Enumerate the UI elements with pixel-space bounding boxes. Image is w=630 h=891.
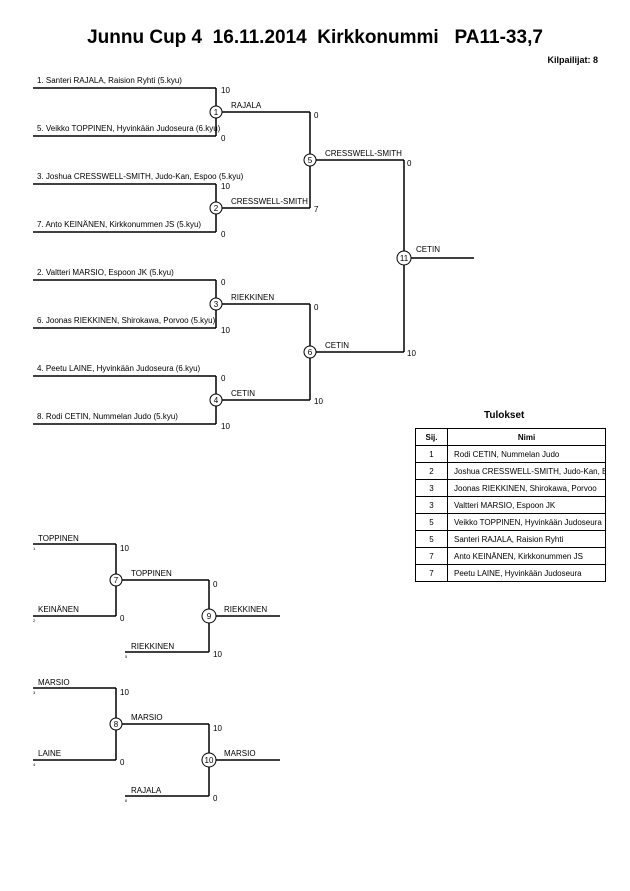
name-cell: Anto KEINÄNEN, Kirkkonummen JS [447, 547, 606, 565]
match-winner: CRESSWELL-SMITH [231, 197, 308, 206]
score: 10 [221, 422, 230, 431]
seed-number: 1 [33, 546, 36, 551]
match-winner: CETIN [231, 389, 255, 398]
score: 0 [120, 614, 125, 623]
score: 10 [221, 326, 230, 335]
score: 0 [221, 374, 226, 383]
score: 0 [221, 230, 226, 239]
rank-cell: 1 [415, 445, 448, 463]
rank-cell: 5 [415, 513, 448, 531]
repechage-player: RAJALA [131, 786, 162, 795]
repechage-player: LAINE [38, 749, 61, 758]
repechage-player: RIEKKINEN [131, 642, 174, 651]
repechage-player: KEINÄNEN [38, 605, 79, 614]
seed-number: 3 [33, 690, 36, 695]
results-header-row: Sij. Nimi [415, 428, 606, 446]
match-number: 8 [114, 720, 119, 729]
name-cell: Joonas RIEKKINEN, Shirokawa, Porvoo [447, 479, 606, 497]
page-title: Junnu Cup 4 16.11.2014 Kirkkonummi PA11-… [87, 27, 543, 48]
player-entry: 3. Joshua CRESSWELL-SMITH, Judo-Kan, Esp… [37, 172, 244, 181]
match-winner: TOPPINEN [131, 569, 172, 578]
name-cell: Veikko TOPPINEN, Hyvinkään Judoseura [447, 513, 606, 531]
score: 10 [120, 544, 129, 553]
score: 0 [314, 303, 319, 312]
results-title: Tulokset [484, 410, 525, 421]
tournament-winner: CETIN [416, 245, 440, 254]
name-cell: Joshua CRESSWELL-SMITH, Judo-Kan, Espoo [447, 462, 606, 480]
score: 0 [407, 159, 412, 168]
score: 10 [314, 397, 323, 406]
name-cell: Valtteri MARSIO, Espoon JK [447, 496, 606, 514]
match-number: 5 [308, 156, 313, 165]
score: 0 [213, 794, 218, 803]
score: 10 [221, 86, 230, 95]
match-winner: MARSIO [131, 713, 163, 722]
score: 10 [407, 349, 416, 358]
match-winner: RIEKKINEN [231, 293, 274, 302]
match-winner: MARSIO [224, 749, 256, 758]
seed-number: 2 [33, 618, 36, 623]
name-cell: Peetu LAINE, Hyvinkään Judoseura [447, 564, 606, 582]
rank-cell: 5 [415, 530, 448, 548]
match-number: 2 [214, 204, 219, 213]
seed-number: 4 [33, 762, 36, 767]
match-number: 11 [400, 254, 409, 263]
score: 0 [314, 111, 319, 120]
player-entry: 4. Peetu LAINE, Hyvinkään Judoseura (6.k… [37, 364, 201, 373]
match-winner: RIEKKINEN [224, 605, 267, 614]
player-entry: 6. Joonas RIEKKINEN, Shirokawa, Porvoo (… [37, 316, 216, 325]
name-cell: Santeri RAJALA, Raision Ryhti [447, 530, 606, 548]
rank-cell: 7 [415, 564, 448, 582]
seed-number: 6 [125, 798, 128, 803]
name-cell: Rodi CETIN, Nummelan Judo [447, 445, 606, 463]
score: 10 [120, 688, 129, 697]
match-number: 10 [205, 756, 214, 765]
match-number: 3 [214, 300, 219, 309]
match-number: 6 [308, 348, 313, 357]
score: 0 [221, 278, 226, 287]
score: 0 [120, 758, 125, 767]
score: 7 [314, 205, 319, 214]
rank-cell: 3 [415, 496, 448, 514]
seed-number: 5 [125, 654, 128, 659]
rank-cell: 7 [415, 547, 448, 565]
rank-header: Sij. [415, 428, 448, 446]
score: 10 [221, 182, 230, 191]
match-number: 7 [114, 576, 119, 585]
participant-count: Kilpailijat: 8 [547, 55, 598, 65]
name-header: Nimi [447, 428, 606, 446]
player-entry: 2. Valtteri MARSIO, Espoon JK (5.kyu) [37, 268, 174, 277]
repechage-player: MARSIO [38, 678, 70, 687]
match-number: 4 [214, 396, 219, 405]
score: 10 [213, 724, 222, 733]
player-entry: 7. Anto KEINÄNEN, Kirkkonummen JS (5.kyu… [37, 220, 201, 229]
match-winner: CETIN [325, 341, 349, 350]
match-number: 9 [207, 612, 212, 621]
repechage-player: TOPPINEN [38, 534, 79, 543]
rank-cell: 3 [415, 479, 448, 497]
player-entry: 8. Rodi CETIN, Nummelan Judo (5.kyu) [37, 412, 178, 421]
rank-cell: 2 [415, 462, 448, 480]
match-winner: CRESSWELL-SMITH [325, 149, 402, 158]
player-entry: 1. Santeri RAJALA, Raision Ryhti (5.kyu) [37, 76, 182, 85]
score: 0 [213, 580, 218, 589]
score: 0 [221, 134, 226, 143]
match-winner: RAJALA [231, 101, 262, 110]
match-number: 1 [214, 108, 219, 117]
score: 10 [213, 650, 222, 659]
player-entry: 5. Veikko TOPPINEN, Hyvinkään Judoseura … [37, 124, 221, 133]
